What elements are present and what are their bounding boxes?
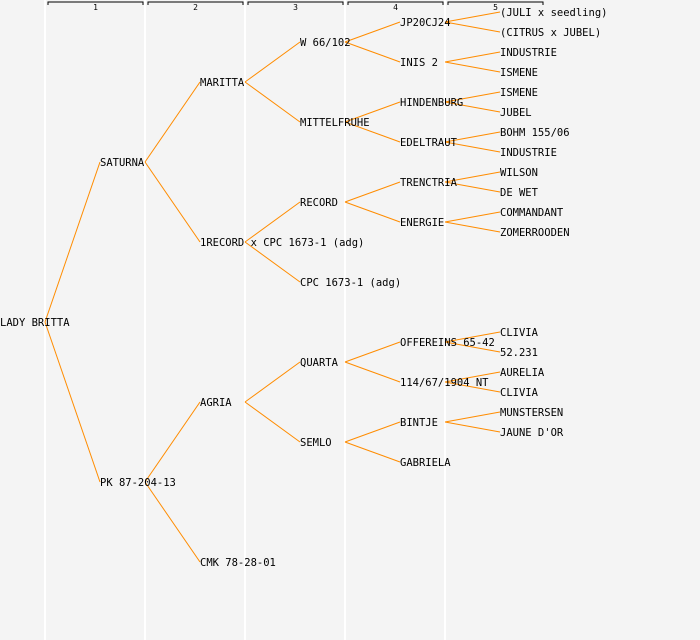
pedigree-node-4: TRENCTRIA [400, 177, 458, 189]
pedigree-link [344, 21, 401, 43]
pedigree-link [344, 361, 401, 383]
generation-bracket [447, 1, 544, 5]
pedigree-link [444, 61, 501, 73]
pedigree-node-3: SEMLO [300, 437, 332, 449]
pedigree-node-3: W 66/102 [300, 37, 351, 49]
pedigree-link [444, 221, 501, 233]
pedigree-node-2: AGRIA [200, 397, 232, 409]
pedigree-link [344, 441, 401, 463]
pedigree-link [344, 121, 401, 143]
pedigree-link [344, 181, 401, 203]
generation-bracket [347, 1, 444, 5]
pedigree-node-5: BOHM 155/06 [500, 127, 570, 139]
pedigree-link [444, 91, 501, 103]
pedigree-link [44, 161, 101, 323]
pedigree-node-4: HINDENBURG [400, 97, 463, 109]
pedigree-node-2: MARITTA [200, 77, 245, 89]
pedigree-link [244, 201, 301, 243]
pedigree-link [144, 81, 201, 163]
pedigree-link [444, 141, 501, 153]
pedigree-node-2: 1RECORD x CPC 1673-1 (adg) [200, 237, 364, 249]
pedigree-link [444, 101, 501, 113]
pedigree-link [444, 51, 501, 63]
pedigree-link [244, 81, 301, 123]
pedigree-link [444, 421, 501, 433]
pedigree-node-4: EDELTRAUT [400, 137, 458, 149]
pedigree-node-4: BINTJE [400, 417, 438, 429]
generation-bracket [247, 1, 344, 5]
pedigree-node-3: MITTELFRUHE [300, 117, 370, 129]
pedigree-node-5: DE WET [500, 187, 539, 199]
pedigree-link [244, 241, 301, 283]
pedigree-link [444, 211, 501, 223]
pedigree-node-5: (JULI x seedling) [500, 7, 607, 19]
pedigree-node-3: RECORD [300, 197, 338, 209]
pedigree-node-4: ENERGIE [400, 217, 444, 229]
pedigree-link [444, 171, 501, 183]
pedigree-link [444, 331, 501, 343]
pedigree-link [444, 131, 501, 143]
pedigree-link [244, 401, 301, 443]
pedigree-link [144, 481, 201, 563]
pedigree-link [344, 101, 401, 123]
pedigree-node-5: 52.231 [500, 347, 538, 359]
pedigree-node-5: JUBEL [500, 107, 532, 119]
pedigree-link [444, 411, 501, 423]
pedigree-node-3: CPC 1673-1 (adg) [300, 277, 401, 289]
generation-label: 5 [493, 3, 498, 12]
generation-label: 2 [193, 3, 198, 12]
pedigree-link [144, 161, 201, 243]
pedigree-node-1: PK 87-204-13 [100, 477, 176, 489]
pedigree-node-5: ZOMERROODEN [500, 227, 570, 239]
pedigree-node-5: CLIVIA [500, 387, 539, 399]
pedigree-node-1: SATURNA [100, 157, 145, 169]
generation-bracket [47, 1, 144, 5]
pedigree-link [444, 181, 501, 193]
generation-label: 1 [93, 3, 98, 12]
generation-label: 4 [393, 3, 398, 12]
pedigree-node-4: JP20CJ24 [400, 17, 451, 29]
pedigree-link [444, 371, 501, 383]
pedigree-link [244, 361, 301, 403]
pedigree-link [444, 21, 501, 33]
pedigree-node-5: COMMANDANT [500, 207, 564, 219]
pedigree-node-5: WILSON [500, 167, 538, 179]
pedigree-node-3: QUARTA [300, 357, 339, 369]
pedigree-node-5: CLIVIA [500, 327, 539, 339]
pedigree-link [444, 381, 501, 393]
pedigree-node-5: ISMENE [500, 87, 538, 99]
pedigree-node-5: AURELIA [500, 367, 545, 379]
pedigree-node-5: INDUSTRIE [500, 47, 557, 59]
pedigree-node-5: MUNSTERSEN [500, 407, 563, 419]
generation-label: 3 [293, 3, 298, 12]
pedigree-node-4: GABRIELA [400, 457, 451, 469]
pedigree-node-5: ISMENE [500, 67, 538, 79]
pedigree-node-2: CMK 78-28-01 [200, 557, 276, 569]
pedigree-link [144, 401, 201, 483]
pedigree-node-0: LADY BRITTA [0, 317, 70, 329]
pedigree-node-4: 114/67/1904 NT [400, 377, 489, 389]
pedigree-node-4: OFFEREINS 65-42 [400, 337, 495, 349]
pedigree-link [344, 341, 401, 363]
pedigree-node-4: INIS 2 [400, 57, 438, 69]
pedigree-link [44, 321, 101, 483]
pedigree-link [244, 41, 301, 83]
pedigree-link [444, 11, 501, 23]
pedigree-node-5: (CITRUS x JUBEL) [500, 27, 601, 39]
generation-bracket [147, 1, 244, 5]
pedigree-link [444, 341, 501, 353]
pedigree-link [344, 201, 401, 223]
pedigree-link [344, 421, 401, 443]
pedigree-node-5: JAUNE D'OR [500, 427, 564, 439]
pedigree-node-5: INDUSTRIE [500, 147, 557, 159]
pedigree-link [344, 41, 401, 63]
